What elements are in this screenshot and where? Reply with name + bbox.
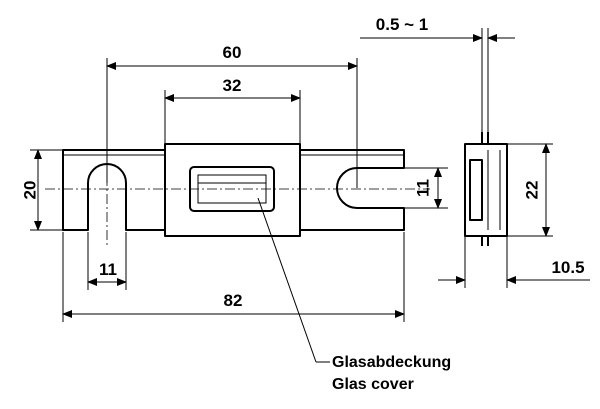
dim-20-label: 20 <box>20 181 39 200</box>
left-blade <box>62 149 165 231</box>
dim-60-label: 60 <box>223 43 242 62</box>
dim-11-bottom-label: 11 <box>99 260 117 279</box>
dim-10-5-label: 10.5 <box>551 258 584 277</box>
center-lines <box>45 140 430 245</box>
dim-32: 32 <box>164 76 301 144</box>
dim-20: 20 <box>20 149 63 231</box>
fuse-center-body <box>164 143 301 237</box>
dim-82-label: 82 <box>224 291 243 310</box>
dim-82: 82 <box>62 232 405 322</box>
dim-11-right-label: 11 <box>413 179 432 197</box>
dim-11-bottom: 11 <box>87 232 127 290</box>
fuse-front-view <box>62 143 405 237</box>
dim-thickness-label: 0.5 ~ 1 <box>376 15 428 34</box>
dim-22: 22 <box>507 143 553 237</box>
glass-cover-leader: Glasabdeckung Glas cover <box>257 197 451 393</box>
dim-22-label: 22 <box>522 181 541 200</box>
dim-10-5: 10.5 <box>438 236 590 288</box>
side-window <box>469 159 483 221</box>
right-blade <box>300 149 405 231</box>
dim-11-right: 11 <box>404 167 448 209</box>
dim-32-label: 32 <box>223 76 242 95</box>
side-body <box>464 143 508 237</box>
dim-60: 60 <box>106 43 358 188</box>
dim-thickness: 0.5 ~ 1 <box>360 15 515 42</box>
label-glass-cover-de: Glasabdeckung <box>332 354 451 371</box>
fuse-side-view <box>464 28 508 246</box>
label-glass-cover-en: Glas cover <box>332 376 414 393</box>
